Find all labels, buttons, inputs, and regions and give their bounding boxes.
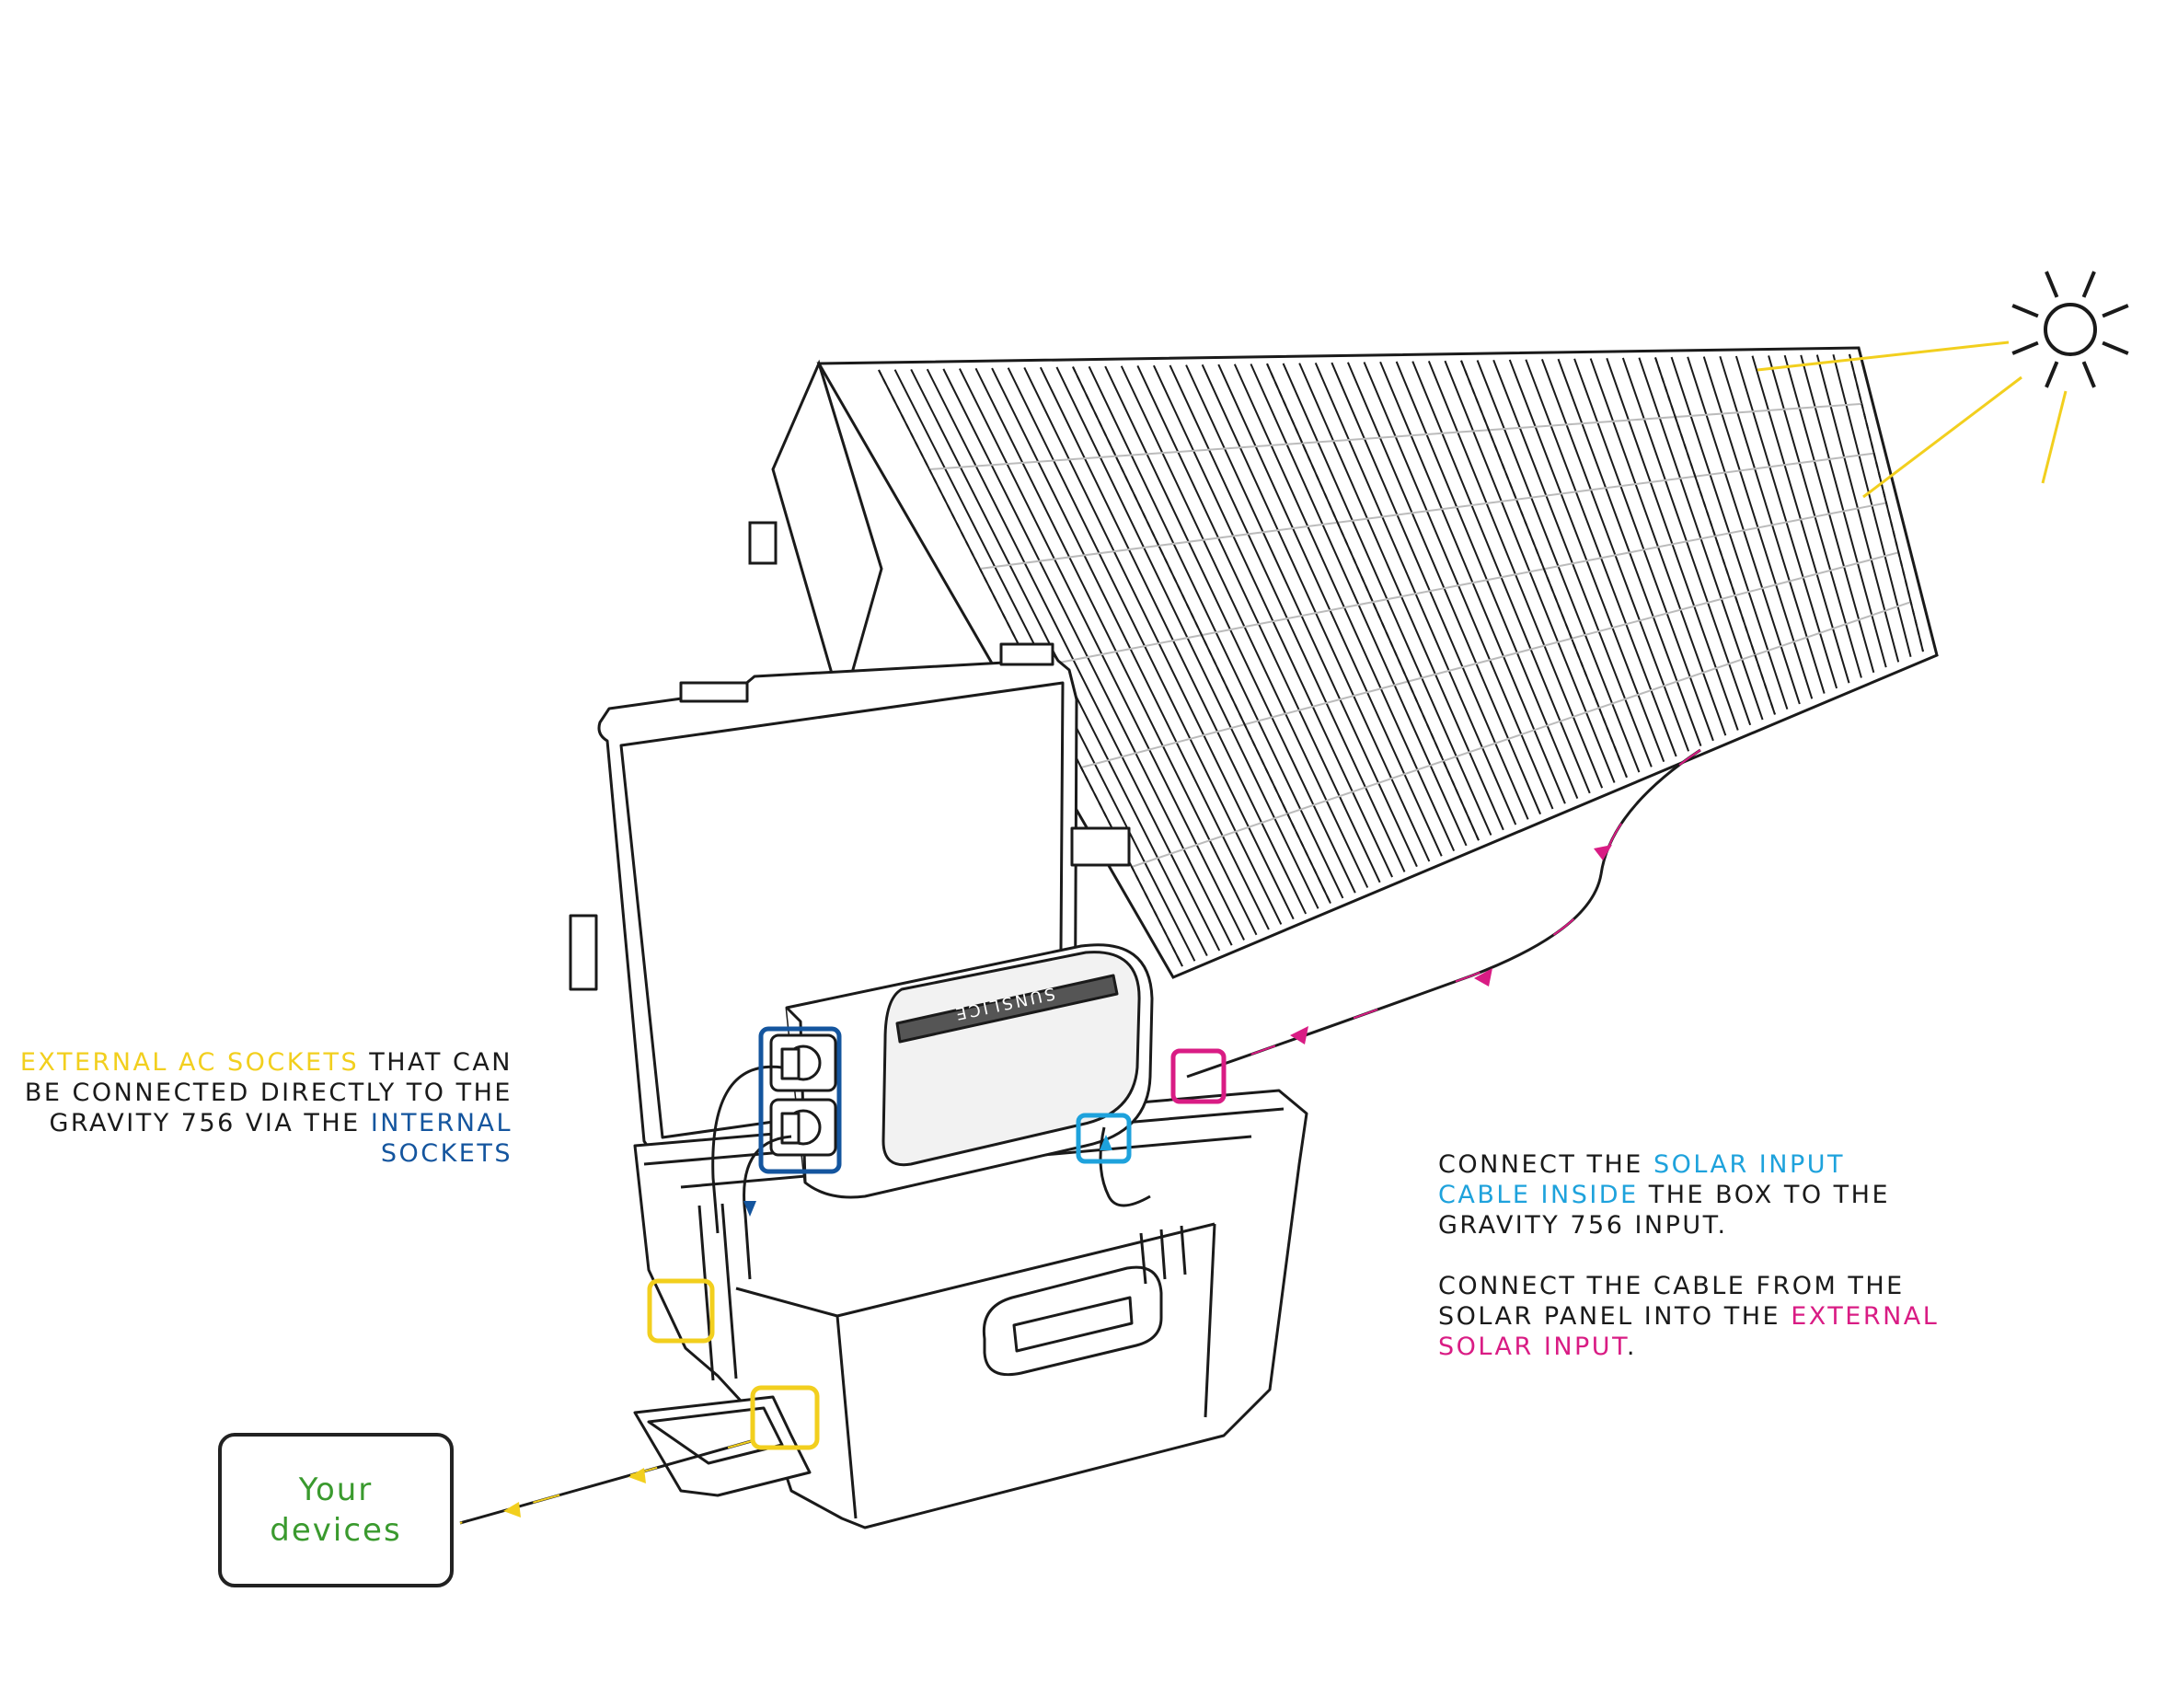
solar-input-instructions: CONNECT THE SOLAR INPUT CABLE INSIDE THE… xyxy=(1438,1149,1939,1362)
panel-fold-seam xyxy=(1849,353,1924,652)
panel-fold-seam xyxy=(1072,366,1331,905)
internal-cable-arrows xyxy=(743,1135,1112,1217)
highlight-boxes xyxy=(647,1026,1227,1450)
solar-input-inside-highlight xyxy=(1076,1113,1132,1164)
sun-ray xyxy=(2102,340,2129,355)
sun-ray xyxy=(2011,340,2039,355)
instruction-text: CONNECT THE CABLE FROM THE xyxy=(1438,1272,1905,1300)
sun-ray xyxy=(2045,361,2059,388)
sun-ray xyxy=(2011,304,2039,318)
solar-cell-row-line xyxy=(928,402,1862,470)
sun-ray xyxy=(2045,271,2059,298)
solar-cell-row-line xyxy=(1030,502,1887,669)
note-text: BE CONNECTED DIRECTLY TO THE xyxy=(24,1079,513,1107)
sun-ray xyxy=(2081,271,2096,298)
note-text: GRAVITY 756 VIA THE xyxy=(49,1109,371,1137)
instruction-text: SOLAR PANEL INTO THE xyxy=(1438,1302,1792,1331)
internal-sockets-term: SOCKETS xyxy=(380,1139,513,1168)
solar-cell-row-line xyxy=(1080,551,1899,768)
instruction-text: . xyxy=(1626,1333,1637,1361)
your-devices-box: Your devices xyxy=(218,1433,454,1587)
sun-ray xyxy=(2102,304,2129,318)
panel-fold-seam xyxy=(1460,360,1628,779)
instruction-text: THE BOX TO THE xyxy=(1638,1181,1891,1209)
instruction-text: GRAVITY 756 INPUT. xyxy=(1438,1211,1728,1240)
solar-input-external-term: SOLAR INPUT xyxy=(1438,1333,1627,1361)
external-solar-input-highlight xyxy=(1170,1048,1227,1104)
external-ac-socket-highlight-1 xyxy=(647,1278,715,1344)
external-ac-sockets-term: EXTERNAL AC SOCKETS xyxy=(19,1048,360,1077)
solar-cable xyxy=(1186,748,1701,1079)
solar-cell-row-line xyxy=(1131,601,1911,868)
sun-ray xyxy=(2081,361,2096,388)
external-term: EXTERNAL xyxy=(1791,1302,1940,1331)
internal-sockets-term: INTERNAL xyxy=(370,1109,513,1137)
panel-fold-seam xyxy=(1654,357,1776,715)
instruction-text: CONNECT THE xyxy=(1438,1150,1653,1179)
external-ac-socket-highlight-2 xyxy=(750,1385,820,1450)
gravity-756-power-station: SUNSLICE xyxy=(711,943,1154,1280)
note-text: THAT CAN xyxy=(359,1048,513,1077)
sun-rays-to-panel xyxy=(1757,340,2068,499)
cable-inside-term: CABLE INSIDE xyxy=(1438,1181,1639,1209)
ac-output-cable xyxy=(459,1438,755,1525)
your-devices-label: Your devices xyxy=(270,1471,402,1549)
external-ac-sockets-note: EXTERNAL AC SOCKETS THAT CAN BE CONNECTE… xyxy=(20,1047,513,1169)
sun-icon xyxy=(2011,271,2129,388)
solar-cell-row-line xyxy=(979,452,1874,570)
internal-sockets-highlight xyxy=(758,1026,842,1174)
solar-input-term: SOLAR INPUT xyxy=(1653,1150,1845,1179)
